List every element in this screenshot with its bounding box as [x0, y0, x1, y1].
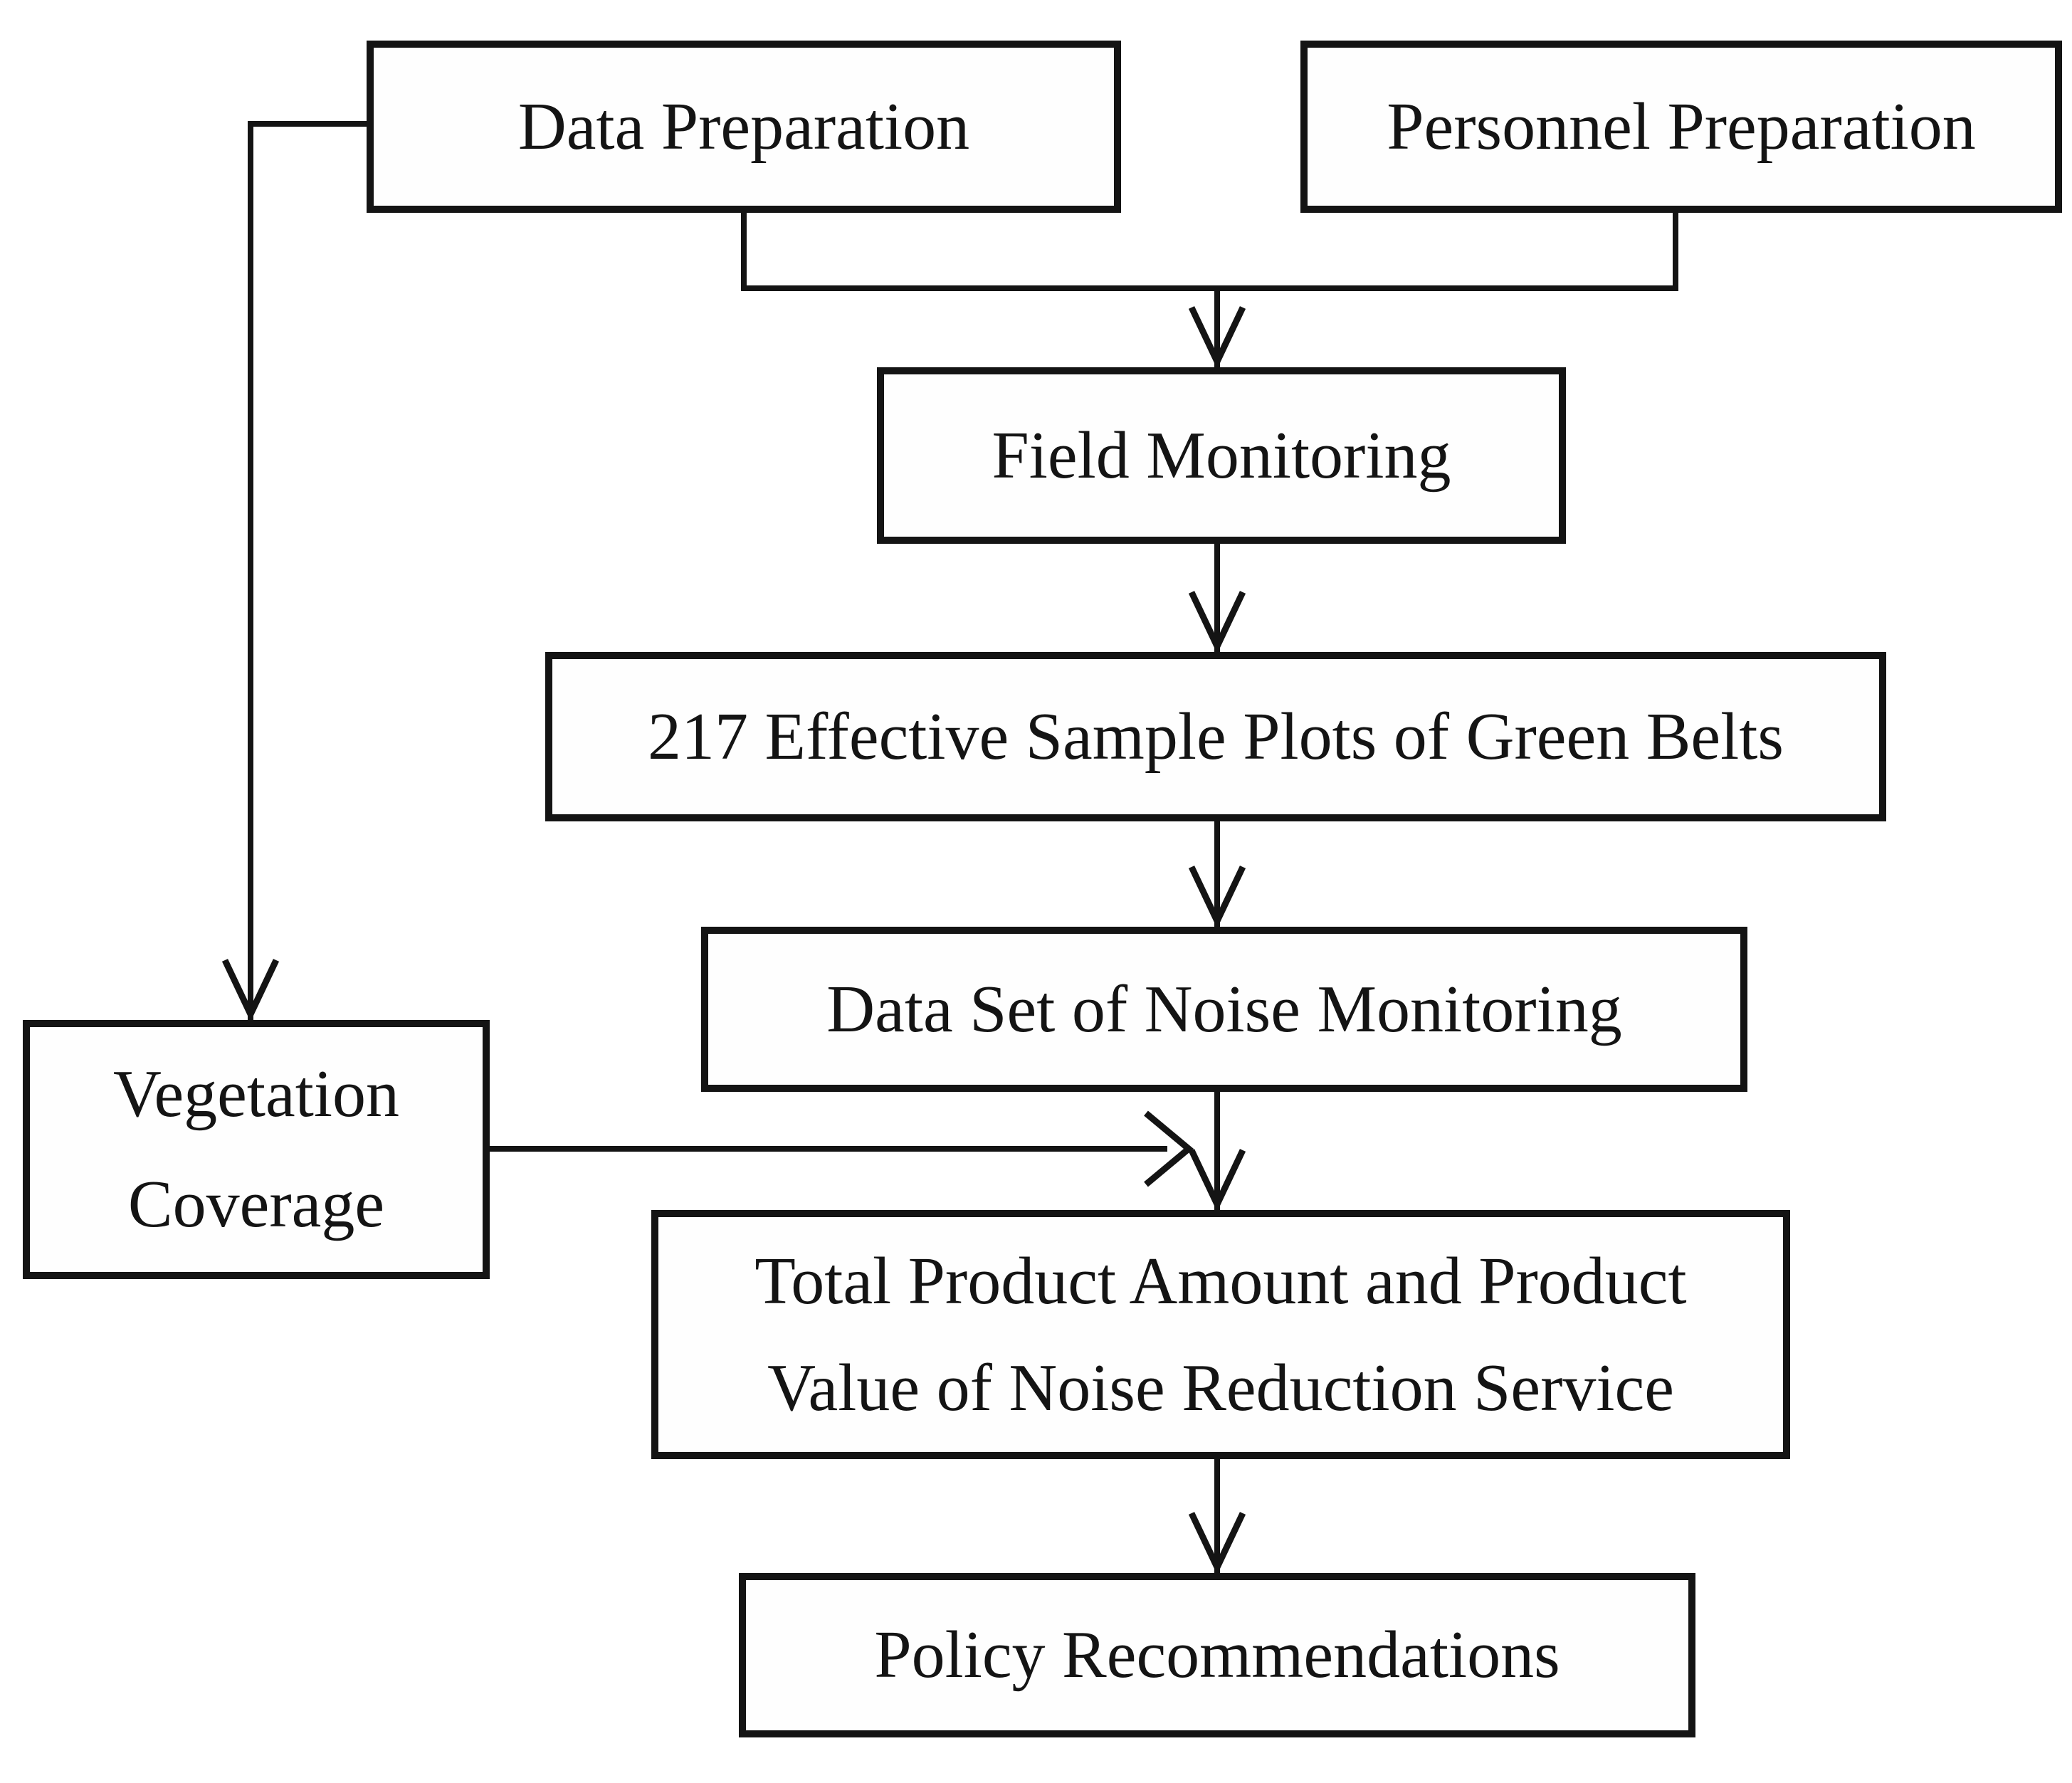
node-vegetation-coverage: Vegetation Coverage [23, 1020, 490, 1279]
arrowhead-down-icon [221, 959, 280, 1020]
node-policy-recommendations: Policy Recommendations [739, 1573, 1695, 1737]
node-sample-plots: 217 Effective Sample Plots of Green Belt… [545, 652, 1886, 821]
node-personnel-preparation: Personnel Preparation [1300, 41, 2062, 213]
arrowhead-down-icon [1188, 1512, 1246, 1573]
connector-noisedataset-to-totalproduct [1214, 1092, 1220, 1210]
node-total-product: Total Product Amount and Product Value o… [651, 1210, 1790, 1459]
node-data-preparation: Data Preparation [367, 41, 1121, 213]
arrowhead-down-icon [1188, 866, 1246, 927]
arrowhead-down-icon [1188, 591, 1246, 652]
node-field-monitoring: Field Monitoring [877, 367, 1566, 544]
connector-dataprep-to-vegetation-vertical [248, 121, 253, 1020]
connector-merge-horizontal [741, 285, 1678, 291]
node-noise-dataset: Data Set of Noise Monitoring [701, 927, 1747, 1092]
arrowhead-right-icon [1144, 1110, 1194, 1187]
connector-dataprep-to-vegetation-horizontal [251, 121, 372, 127]
connector-merge-to-fieldmonitoring [1214, 288, 1220, 367]
arrowhead-down-icon [1188, 306, 1246, 367]
connector-vegetation-to-totalproduct [490, 1146, 1167, 1152]
arrowhead-down-icon [1188, 1149, 1246, 1210]
connector-totalproduct-to-policy [1214, 1459, 1220, 1573]
connector-fieldmonitoring-to-sampleplots [1214, 544, 1220, 652]
connector-dataprep-drop [741, 212, 747, 291]
connector-personnel-drop [1673, 212, 1678, 291]
connector-sampleplots-to-noisedataset [1214, 821, 1220, 927]
